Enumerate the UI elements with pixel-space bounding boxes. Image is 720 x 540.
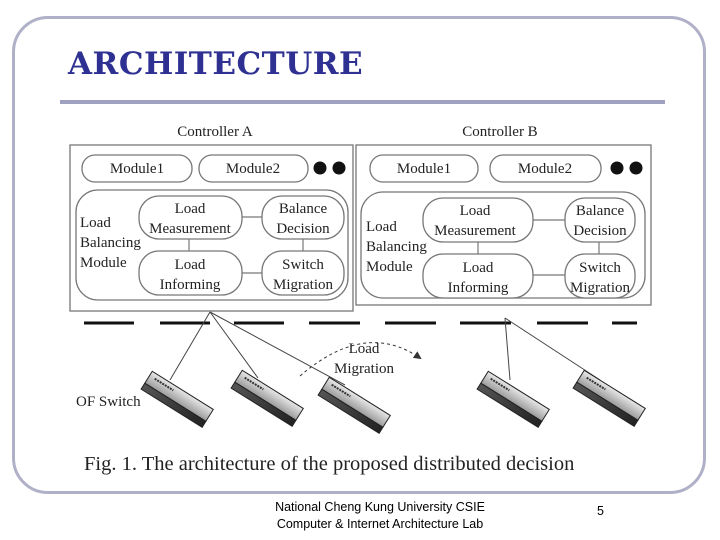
controller-b-lb-label-2: Balancing	[366, 239, 427, 255]
controller-b-module2	[489, 154, 602, 183]
controller-b-li-label-2: Informing	[448, 280, 509, 296]
controller-a-li-label-2: Informing	[160, 277, 221, 293]
controller-b-sm-label-2: Migration	[570, 280, 630, 296]
footer: National Cheng Kung University CSIE Comp…	[230, 499, 530, 533]
controller-b-load-measurement	[422, 197, 534, 243]
controller-a-sm-label-2: Migration	[273, 277, 333, 293]
controller-b-module1-label: Module1	[397, 161, 451, 177]
controller-a-dot-1	[313, 161, 327, 175]
controller-a-lm-label-1: Load	[175, 201, 206, 217]
controller-a-lm-label-2: Measurement	[149, 221, 231, 237]
controller-b-bd-label-2: Decision	[573, 223, 627, 239]
controller-a-module2	[198, 154, 309, 183]
controller-a-load-informing	[138, 250, 243, 296]
controller-b-label: Controller B	[462, 124, 537, 140]
load-migration-arrow	[299, 342, 422, 377]
controller-b-lb-label-1: Load	[366, 219, 397, 235]
controller-b-bd-label-1: Balance	[576, 203, 625, 219]
of-switch-label: OF Switch	[76, 394, 141, 410]
of-switch-3	[317, 376, 391, 434]
controller-a-label: Controller A	[177, 124, 253, 140]
controller-a-lb-label-2: Balancing	[80, 235, 141, 251]
controller-b-balance-decision	[564, 197, 636, 243]
controller-b-module1	[369, 154, 479, 183]
controller-b-module2-label: Module2	[518, 161, 572, 177]
controller-a-lb-label-1: Load	[80, 215, 111, 231]
load-migration-label-2: Migration	[334, 361, 394, 377]
controller-a-bd-label-2: Decision	[276, 221, 330, 237]
controller-a-module2-label: Module2	[226, 161, 280, 177]
controller-a-sm-label-1: Switch	[282, 257, 324, 273]
controller-b-switch-migration	[564, 253, 636, 299]
controller-b-lm-label-2: Measurement	[434, 223, 516, 239]
controller-b-box	[355, 144, 652, 306]
figure-caption: Fig. 1. The architecture of the proposed…	[84, 453, 574, 475]
title-rule	[60, 100, 665, 104]
controller-a-dot-2	[332, 161, 346, 175]
controller-a-li-label-1: Load	[175, 257, 206, 273]
of-switch-5	[572, 369, 646, 427]
controller-b-dot-1	[610, 161, 624, 175]
slide-frame	[12, 16, 706, 494]
controller-b-lm-label-1: Load	[460, 203, 491, 219]
controller-b-sm-label-1: Switch	[579, 260, 621, 276]
controller-a-bd-label-1: Balance	[279, 201, 328, 217]
footer-line-1: National Cheng Kung University CSIE	[275, 500, 485, 514]
controller-b: Module1 Module2 Load Balancing Module Lo…	[355, 144, 652, 306]
controller-a-module1	[81, 154, 193, 183]
slide-title: ARCHITECTURE	[68, 46, 364, 82]
controller-a-switch-migration	[261, 250, 345, 296]
controller-b-li-label-1: Load	[463, 260, 494, 276]
controller-a: Module1 Module2 Load Balancing Module Lo…	[69, 144, 354, 312]
footer-line-2: Computer & Internet Architecture Lab	[276, 517, 484, 531]
load-migration-label-1: Load	[349, 341, 380, 357]
of-switch-4	[476, 370, 550, 428]
page-number: 5	[597, 504, 604, 518]
controller-b-load-informing	[422, 253, 534, 299]
controller-a-load-measurement	[138, 195, 243, 240]
controller-a-balance-decision	[261, 195, 345, 240]
controller-a-lb-label-3: Module	[80, 255, 127, 271]
controller-b-lb-label-3: Module	[366, 259, 413, 275]
of-switch-1	[140, 370, 214, 428]
controller-a-module1-label: Module1	[110, 161, 164, 177]
controller-a-box	[69, 144, 354, 312]
controller-b-dot-2	[629, 161, 643, 175]
of-switch-2	[230, 369, 304, 427]
